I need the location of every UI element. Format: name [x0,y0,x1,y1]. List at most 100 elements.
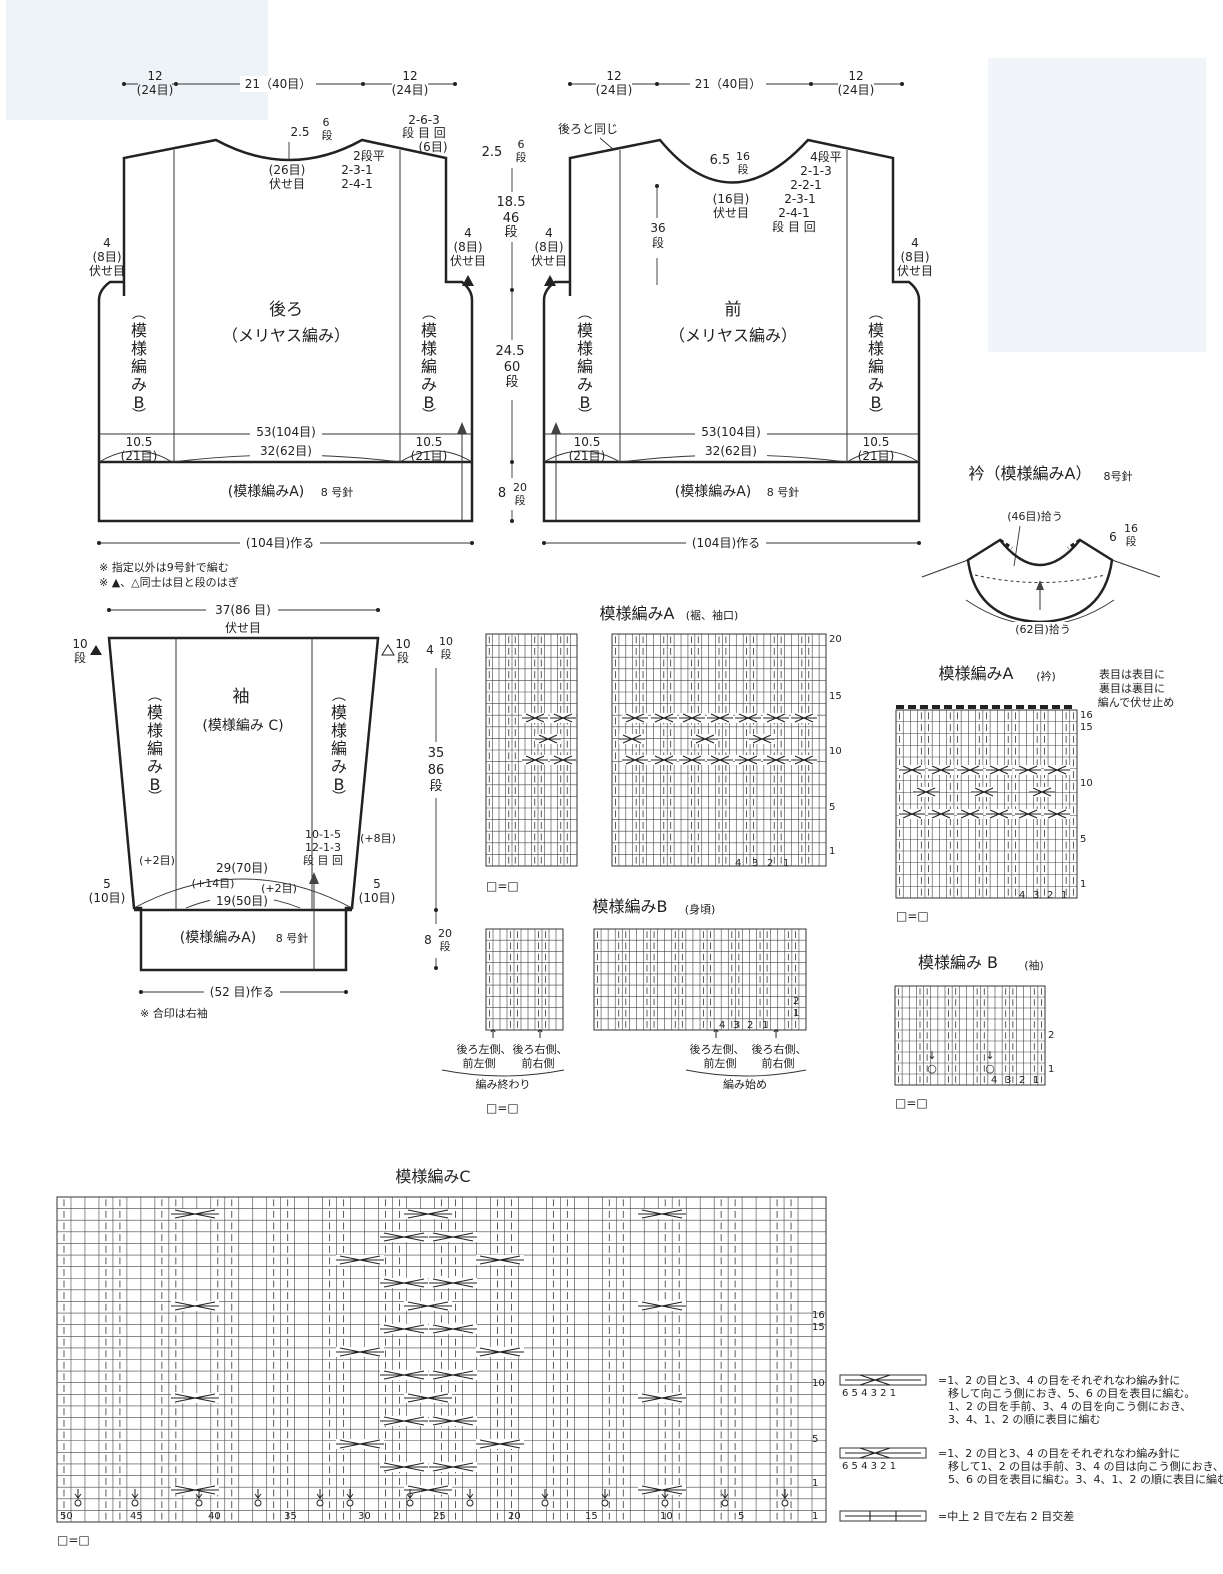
svg-text:3: 3 [1033,890,1039,901]
svg-text:3: 3 [1005,1075,1011,1086]
svg-text:2-2-1: 2-2-1 [790,178,822,192]
svg-text:様: 様 [147,721,163,740]
back-armhole-left-bindoff: 伏せ目 [89,264,125,278]
collar-pick-up-bottom: (62目)拾う [1015,622,1071,636]
svg-text:︵: ︵ [132,306,146,322]
svg-text:↓: ↓ [985,1049,994,1062]
collar-needle: 8号針 [1104,469,1133,483]
svg-text:↑: ↑ [535,1027,545,1041]
svg-text:3、4、1、2 の順に表目に編む: 3、4、1、2 の順に表目に編む [948,1412,1101,1426]
svg-text:(24目): (24目) [838,83,875,97]
symbol-2: 6 5 4 3 2 1 =1、2 の目と3、4 の目をそれぞれなわ編み針に 移し… [839,1446,1223,1486]
scan-tint-top-left [6,0,268,120]
svg-text:︶: ︶ [578,408,592,424]
svg-text:(袖): (袖) [1024,958,1044,972]
svg-text:段: 段 [738,162,749,176]
svg-text:=1、2 の目と3、4 の目をそれぞれなわ編み針に: =1、2 の目と3、4 の目をそれぞれなわ編み針に [938,1446,1180,1460]
svg-text:B: B [334,775,345,794]
svg-text:3: 3 [752,858,758,869]
svg-text:4: 4 [426,643,434,657]
chart-b-grid-right [593,928,807,1031]
svg-text:53(104目): 53(104目) [701,425,761,439]
back-top-center: 21（40目） [245,77,312,91]
svg-text:10: 10 [72,637,87,651]
svg-text:様: 様 [131,339,147,358]
svg-text:︵: ︵ [578,306,592,322]
chart-a-collar: 模様編みA (衿) 表目は表目に 裏目は裏目に 編んで伏せ止め 16 15 10… [895,664,1174,923]
svg-text:15: 15 [1080,722,1093,733]
symbol-3: =中上 2 目で左右 2 目交差 [839,1509,1074,1523]
svg-text:2: 2 [1019,1075,1025,1086]
svg-text:6 5 4 3 2 1: 6 5 4 3 2 1 [842,1388,896,1399]
chart-a-title: 模様編みA [600,604,675,623]
svg-text:35: 35 [284,1511,297,1522]
svg-text:20: 20 [508,1511,521,1522]
svg-text:編: 編 [577,357,593,376]
svg-text:模: 模 [868,321,884,340]
back-hem-side-right-cm: 10.5 [416,435,443,449]
back-hem-center: 32(62目) [260,444,312,458]
chart-b-sleeve: 模様編み B (袖) ↓ ○ ↓ ○ 2 1 4 3 2 1 □=□ [894,953,1054,1110]
svg-text:10: 10 [660,1511,673,1522]
svg-text:(身頃): (身頃) [685,902,716,916]
svg-text:10-1-5: 10-1-5 [305,828,341,841]
svg-text:16: 16 [812,1310,825,1321]
svg-text:編んで伏せ止め: 編んで伏せ止め [1098,695,1174,709]
svg-text:模: 模 [577,321,593,340]
svg-text:様: 様 [421,339,437,358]
back-armhole-left-cm: 4 [103,236,111,250]
sleeve-right-side-pattern: ︵ 模 様 編 み B ︶ [331,688,347,806]
note-needle: ※ 指定以外は9号針で編む [99,560,229,574]
symbol-1: 6 5 4 3 2 1 =1、2 の目と3、4 の目をそれぞれなわ編み針に 移し… [839,1373,1195,1426]
svg-text:8: 8 [424,933,432,947]
svg-text:25: 25 [433,1511,446,1522]
back-subtitle: （メリヤス編み） [222,326,350,345]
svg-text:B: B [871,393,882,412]
back-body-diagram: 12 (24目) 21（40目） 12 (24目) 2.5 6 段 (26目) … [89,69,486,551]
svg-text:2.5: 2.5 [482,145,503,160]
chart-a-collar-title: 模様編みA [939,664,1014,683]
svg-text:□=□: □=□ [895,1096,928,1110]
svg-text:み: み [577,375,593,394]
back-armhole-right-sts: (8目) [454,240,483,254]
chart-c-cables [171,1209,686,1495]
chart-a-legend: □=□ [486,879,519,893]
svg-text:10: 10 [812,1378,825,1389]
svg-text:移して向こう側におき、5、6 の目を表目に編む。: 移して向こう側におき、5、6 の目を表目に編む。 [948,1386,1195,1400]
front-title: 前 [725,300,742,320]
svg-text:移して1、2 の目は手前、3、4 の目は向こう側におき、: 移して1、2 の目は手前、3、4 の目は向こう側におき、 [948,1459,1223,1473]
svg-text:1: 1 [812,1511,818,1522]
svg-text:○: ○ [985,1062,995,1075]
sleeve-diagram: 37(86 目) 伏せ目 10 段 10 段 袖 (模様編み C) ︵ 模 様 … [72,602,458,1020]
front-subtitle: （メリヤス編み） [669,326,797,345]
back-neck-depth: 2.5 [290,125,309,139]
svg-text:(16目): (16目) [713,192,750,206]
back-neck-shape-2: (6目) [419,140,448,154]
back-hem-side-left-cm: 10.5 [126,435,153,449]
svg-text:1: 1 [829,846,835,857]
svg-text:30: 30 [358,1511,371,1522]
sleeve-cuff-pattern: (模様編みA) [180,930,257,946]
svg-text:1: 1 [793,1008,799,1019]
collar-title: 衿（模様編みA） [969,464,1092,483]
svg-text:伏せ目: 伏せ目 [713,206,749,220]
svg-text:5: 5 [103,877,111,891]
svg-text:編: 編 [147,739,163,758]
svg-text:↓: ↓ [927,1049,936,1062]
sleeve-left-side-pattern: ︵ 模 様 編 み B ︶ [147,688,163,806]
sleeve-title: 袖 [233,687,250,707]
svg-text:19(50目): 19(50目) [216,894,268,908]
svg-text:(10目): (10目) [89,891,126,905]
svg-text:模: 模 [421,321,437,340]
svg-text:段: 段 [515,493,526,507]
svg-text:29(70目): 29(70目) [216,861,268,875]
chart-a-subtitle: (裾、袖口) [686,608,739,622]
svg-text:12: 12 [848,69,863,83]
svg-text:段 目 回: 段 目 回 [303,853,343,867]
svg-text:段: 段 [429,779,442,794]
svg-text:2: 2 [767,858,773,869]
sleeve-subtitle: (模様編み C) [202,718,283,734]
svg-text:編: 編 [131,357,147,376]
sleeve-note: ※ 合印は右袖 [140,1006,208,1020]
